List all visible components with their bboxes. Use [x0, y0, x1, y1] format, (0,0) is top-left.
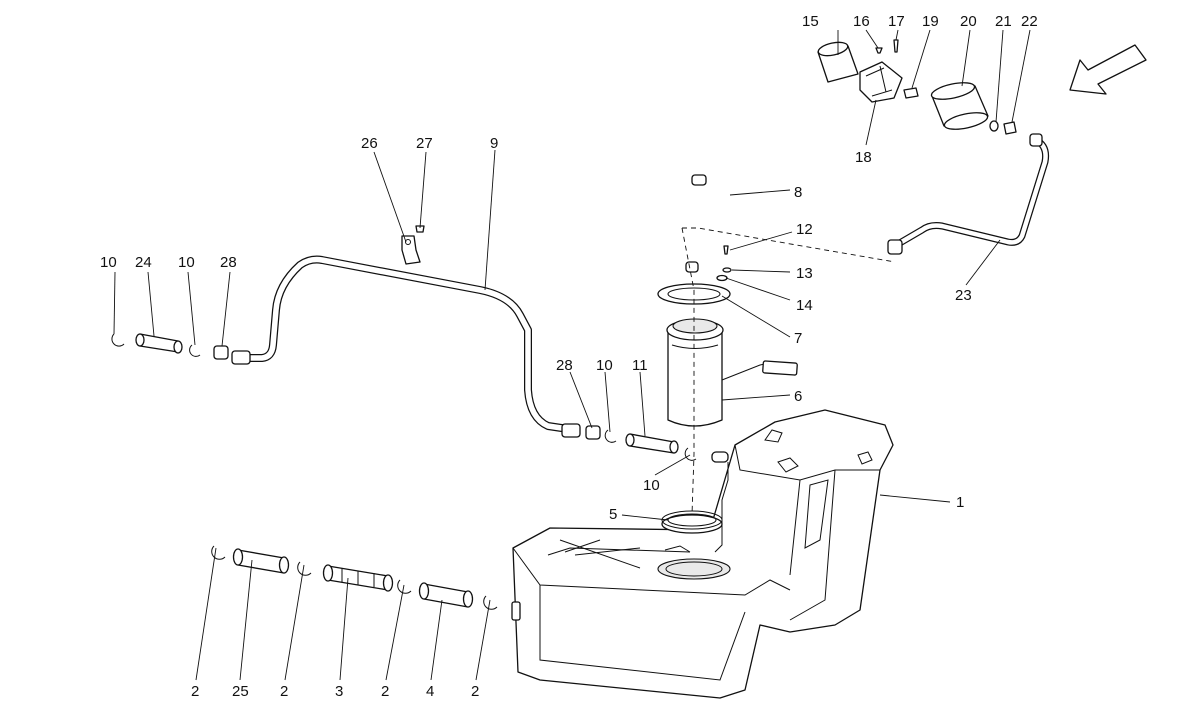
- callout-8: 8: [794, 184, 802, 201]
- left-hose-set: [111, 333, 229, 360]
- callout-4: 4: [426, 683, 434, 700]
- callout-10: 10: [596, 357, 613, 374]
- callout-18: 18: [855, 149, 872, 166]
- leader-lines: [113, 29, 1031, 681]
- callout-13: 13: [796, 265, 813, 282]
- callout-2: 2: [471, 683, 479, 700]
- crossover-hose: [231, 255, 581, 438]
- callout-2: 2: [280, 683, 288, 700]
- callout-16: 16: [853, 13, 870, 30]
- callout-15: 15: [802, 13, 819, 30]
- screw-washer-set: [716, 245, 732, 282]
- callout-10: 10: [100, 254, 117, 271]
- callout-25: 25: [232, 683, 249, 700]
- callout-19: 19: [922, 13, 939, 30]
- fuel-supply-line: [649, 174, 732, 275]
- callout-10: 10: [178, 254, 195, 271]
- callout-2: 2: [191, 683, 199, 700]
- callout-24: 24: [135, 254, 152, 271]
- bottom-hose-set: [211, 545, 498, 610]
- fuel-tank: [511, 409, 894, 699]
- right-hose-set: [585, 425, 697, 461]
- fuel-filter-group: [817, 39, 1050, 255]
- callout-22: 22: [1021, 13, 1038, 30]
- arrow-down-left-icon: [1069, 44, 1147, 95]
- callout-28: 28: [220, 254, 237, 271]
- callout-5: 5: [609, 506, 617, 523]
- callout-14: 14: [796, 297, 813, 314]
- callout-12: 12: [796, 221, 813, 238]
- callout-27: 27: [416, 135, 433, 152]
- callout-21: 21: [995, 13, 1012, 30]
- fuel-pump-assembly: [666, 318, 798, 427]
- callout-11: 11: [632, 357, 648, 374]
- callout-numbers: 1 2 25 2 3 2 4 2 5 6 7 8 9 10 24 10 28 2…: [100, 13, 1038, 700]
- hose-bracket: [401, 225, 425, 265]
- callout-1: 1: [956, 494, 964, 511]
- callout-26: 26: [361, 135, 378, 152]
- callout-10: 10: [643, 477, 660, 494]
- callout-28: 28: [556, 357, 573, 374]
- tank-seal: [661, 510, 723, 534]
- callout-6: 6: [794, 388, 802, 405]
- sender-wire: [714, 462, 729, 553]
- callout-9: 9: [490, 135, 498, 152]
- callout-20: 20: [960, 13, 977, 30]
- callout-23: 23: [955, 287, 972, 304]
- callout-2: 2: [381, 683, 389, 700]
- callout-17: 17: [888, 13, 905, 30]
- callout-3: 3: [335, 683, 343, 700]
- alignment-line: [681, 227, 695, 516]
- callout-7: 7: [794, 330, 802, 347]
